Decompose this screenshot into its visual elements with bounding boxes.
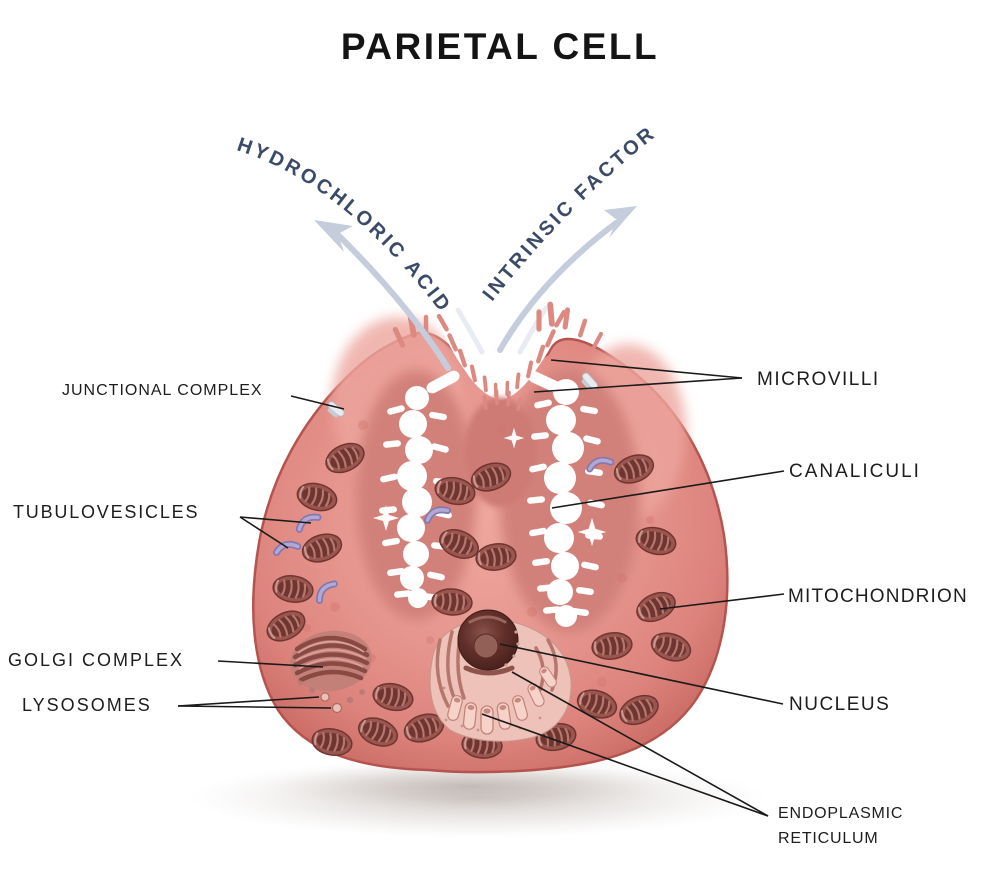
microvillus — [536, 309, 542, 332]
cell-shadow-core — [265, 762, 675, 810]
label-endoplasmic-reticulum: ENDOPLASMIC RETICULUM — [778, 801, 903, 851]
secretion-trails — [455, 305, 549, 355]
lysosome-shape — [331, 702, 343, 714]
label-junctional-complex: JUNCTIONAL COMPLEX — [62, 382, 263, 399]
label-endoplasmic-reticulum-line1: ENDOPLASMIC — [778, 805, 904, 822]
label-lysosomes: LYSOSOMES — [22, 695, 152, 715]
endoplasmic-reticulum-leader-line — [481, 713, 769, 817]
microvillus — [591, 331, 604, 350]
hydrochloric-acid-arrow — [331, 228, 451, 371]
secretion-arrows — [314, 206, 637, 371]
lysosomes-leader-line — [177, 696, 320, 707]
intrinsic-factor-label: INTRINSIC FACTOR — [479, 122, 661, 305]
nucleus-leader-line — [499, 643, 784, 705]
er-tubule — [480, 705, 494, 735]
label-endoplasmic-reticulum-line2: RETICULUM — [778, 830, 879, 847]
tubulovesicles-leader-line — [239, 516, 289, 549]
intrinsic-factor-arrow — [497, 220, 619, 353]
tubulovesicles-leader-line — [239, 516, 312, 524]
endoplasmic-reticulum-leader-line — [511, 671, 769, 817]
cytoplasm-speckles — [303, 420, 654, 687]
er-tubule — [462, 701, 478, 731]
golgi-complex-leader-line — [217, 660, 324, 668]
label-tubulovesicles: TUBULOVESICLES — [13, 502, 200, 522]
canaliculus-right — [526, 369, 606, 627]
label-microvilli: MICROVILLI — [757, 369, 880, 390]
arrowhead — [314, 220, 353, 252]
microvilli-leader-line — [533, 377, 743, 393]
label-golgi-complex: GOLGI COMPLEX — [8, 650, 185, 670]
mitochondrion-leader-line — [659, 593, 785, 610]
canaliculi-leader-line — [551, 470, 785, 509]
label-mitochondrion: MITOCHONDRION — [788, 586, 968, 607]
arrowhead — [604, 206, 637, 238]
golgi-complex — [290, 630, 372, 704]
junctional-complex-leader-line — [290, 395, 345, 410]
lysosome-shape — [320, 692, 330, 702]
nucleus — [457, 609, 520, 671]
microvillus — [577, 317, 588, 339]
label-canaliculi: CANALICULI — [789, 461, 921, 482]
label-nucleus: NUCLEUS — [789, 694, 891, 715]
microvilli-leader-line — [550, 359, 743, 379]
leader-lines — [177, 359, 785, 817]
page-title: PARIETAL CELL — [340, 26, 660, 67]
lysosomes-leader-line — [177, 705, 332, 709]
canaliculus-left — [378, 368, 462, 608]
microvillus — [494, 389, 499, 406]
